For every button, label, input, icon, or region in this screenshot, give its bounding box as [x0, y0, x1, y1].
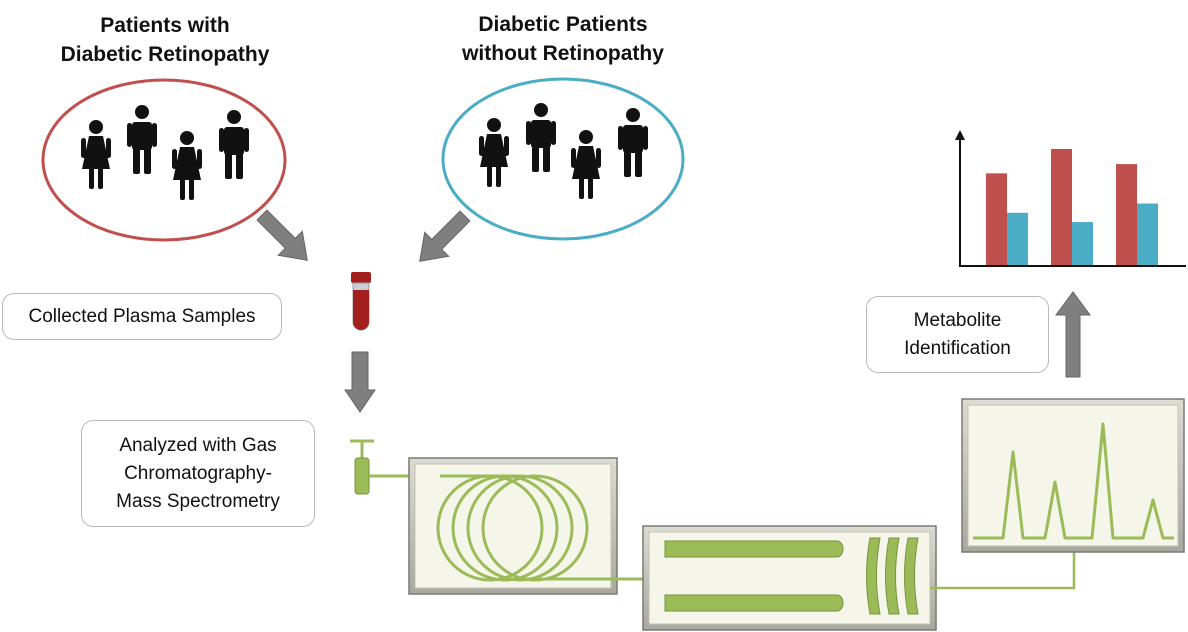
up-arrow [1055, 291, 1091, 378]
down-arrow [344, 351, 376, 413]
retinopathy-title-line2: Diabetic Retinopathy [60, 43, 270, 66]
no-retinopathy-title-line1: Diabetic Patients [478, 13, 648, 36]
bar-chart [955, 130, 1186, 267]
bar [1051, 149, 1072, 265]
ms-analyzer-panel [642, 525, 1076, 631]
bar [1072, 222, 1093, 265]
signal-line [930, 552, 1076, 590]
gcms-label-box: Analyzed with Gas Chromatography- Mass S… [81, 420, 315, 527]
metabolite-label-line1: Metabolite [913, 309, 1002, 331]
detector-plates [866, 537, 919, 615]
blood-tube-icon [351, 272, 371, 331]
no-retinopathy-group [441, 77, 685, 241]
metabolite-label-line2: Identification [904, 337, 1011, 359]
gc-column-panel [408, 457, 670, 595]
down-right-arrow [256, 209, 308, 261]
plasma-label: Collected Plasma Samples [28, 305, 256, 327]
gcms-label-line1: Analyzed with Gas [119, 434, 277, 456]
bar [1007, 212, 1028, 265]
metabolite-label-box: Metabolite Identification [866, 296, 1049, 373]
quadrupole-rods [664, 540, 844, 612]
bar [1137, 203, 1158, 265]
retinopathy-ellipse [41, 78, 287, 242]
no-retinopathy-ellipse [441, 77, 685, 241]
coil-column [436, 474, 650, 582]
retinopathy-group [41, 78, 287, 242]
bar [986, 173, 1007, 265]
chromatogram-trace [973, 422, 1174, 540]
bar [1116, 164, 1137, 265]
gcms-label-line2: Chromatography- [124, 462, 272, 484]
no-retinopathy-heading: Diabetic Patients without Retinopathy [430, 10, 696, 68]
plasma-label-box: Collected Plasma Samples [2, 293, 282, 340]
no-retinopathy-title-line2: without Retinopathy [462, 42, 664, 65]
retinopathy-heading: Patients with Diabetic Retinopathy [30, 11, 300, 69]
chromatogram-panel [961, 398, 1185, 553]
y-axis-arrowhead [955, 130, 965, 140]
gcms-label-line3: Mass Spectrometry [116, 490, 280, 512]
flow-arrows [256, 209, 1091, 413]
down-left-arrow [419, 210, 471, 262]
retinopathy-title-line1: Patients with [100, 14, 230, 37]
